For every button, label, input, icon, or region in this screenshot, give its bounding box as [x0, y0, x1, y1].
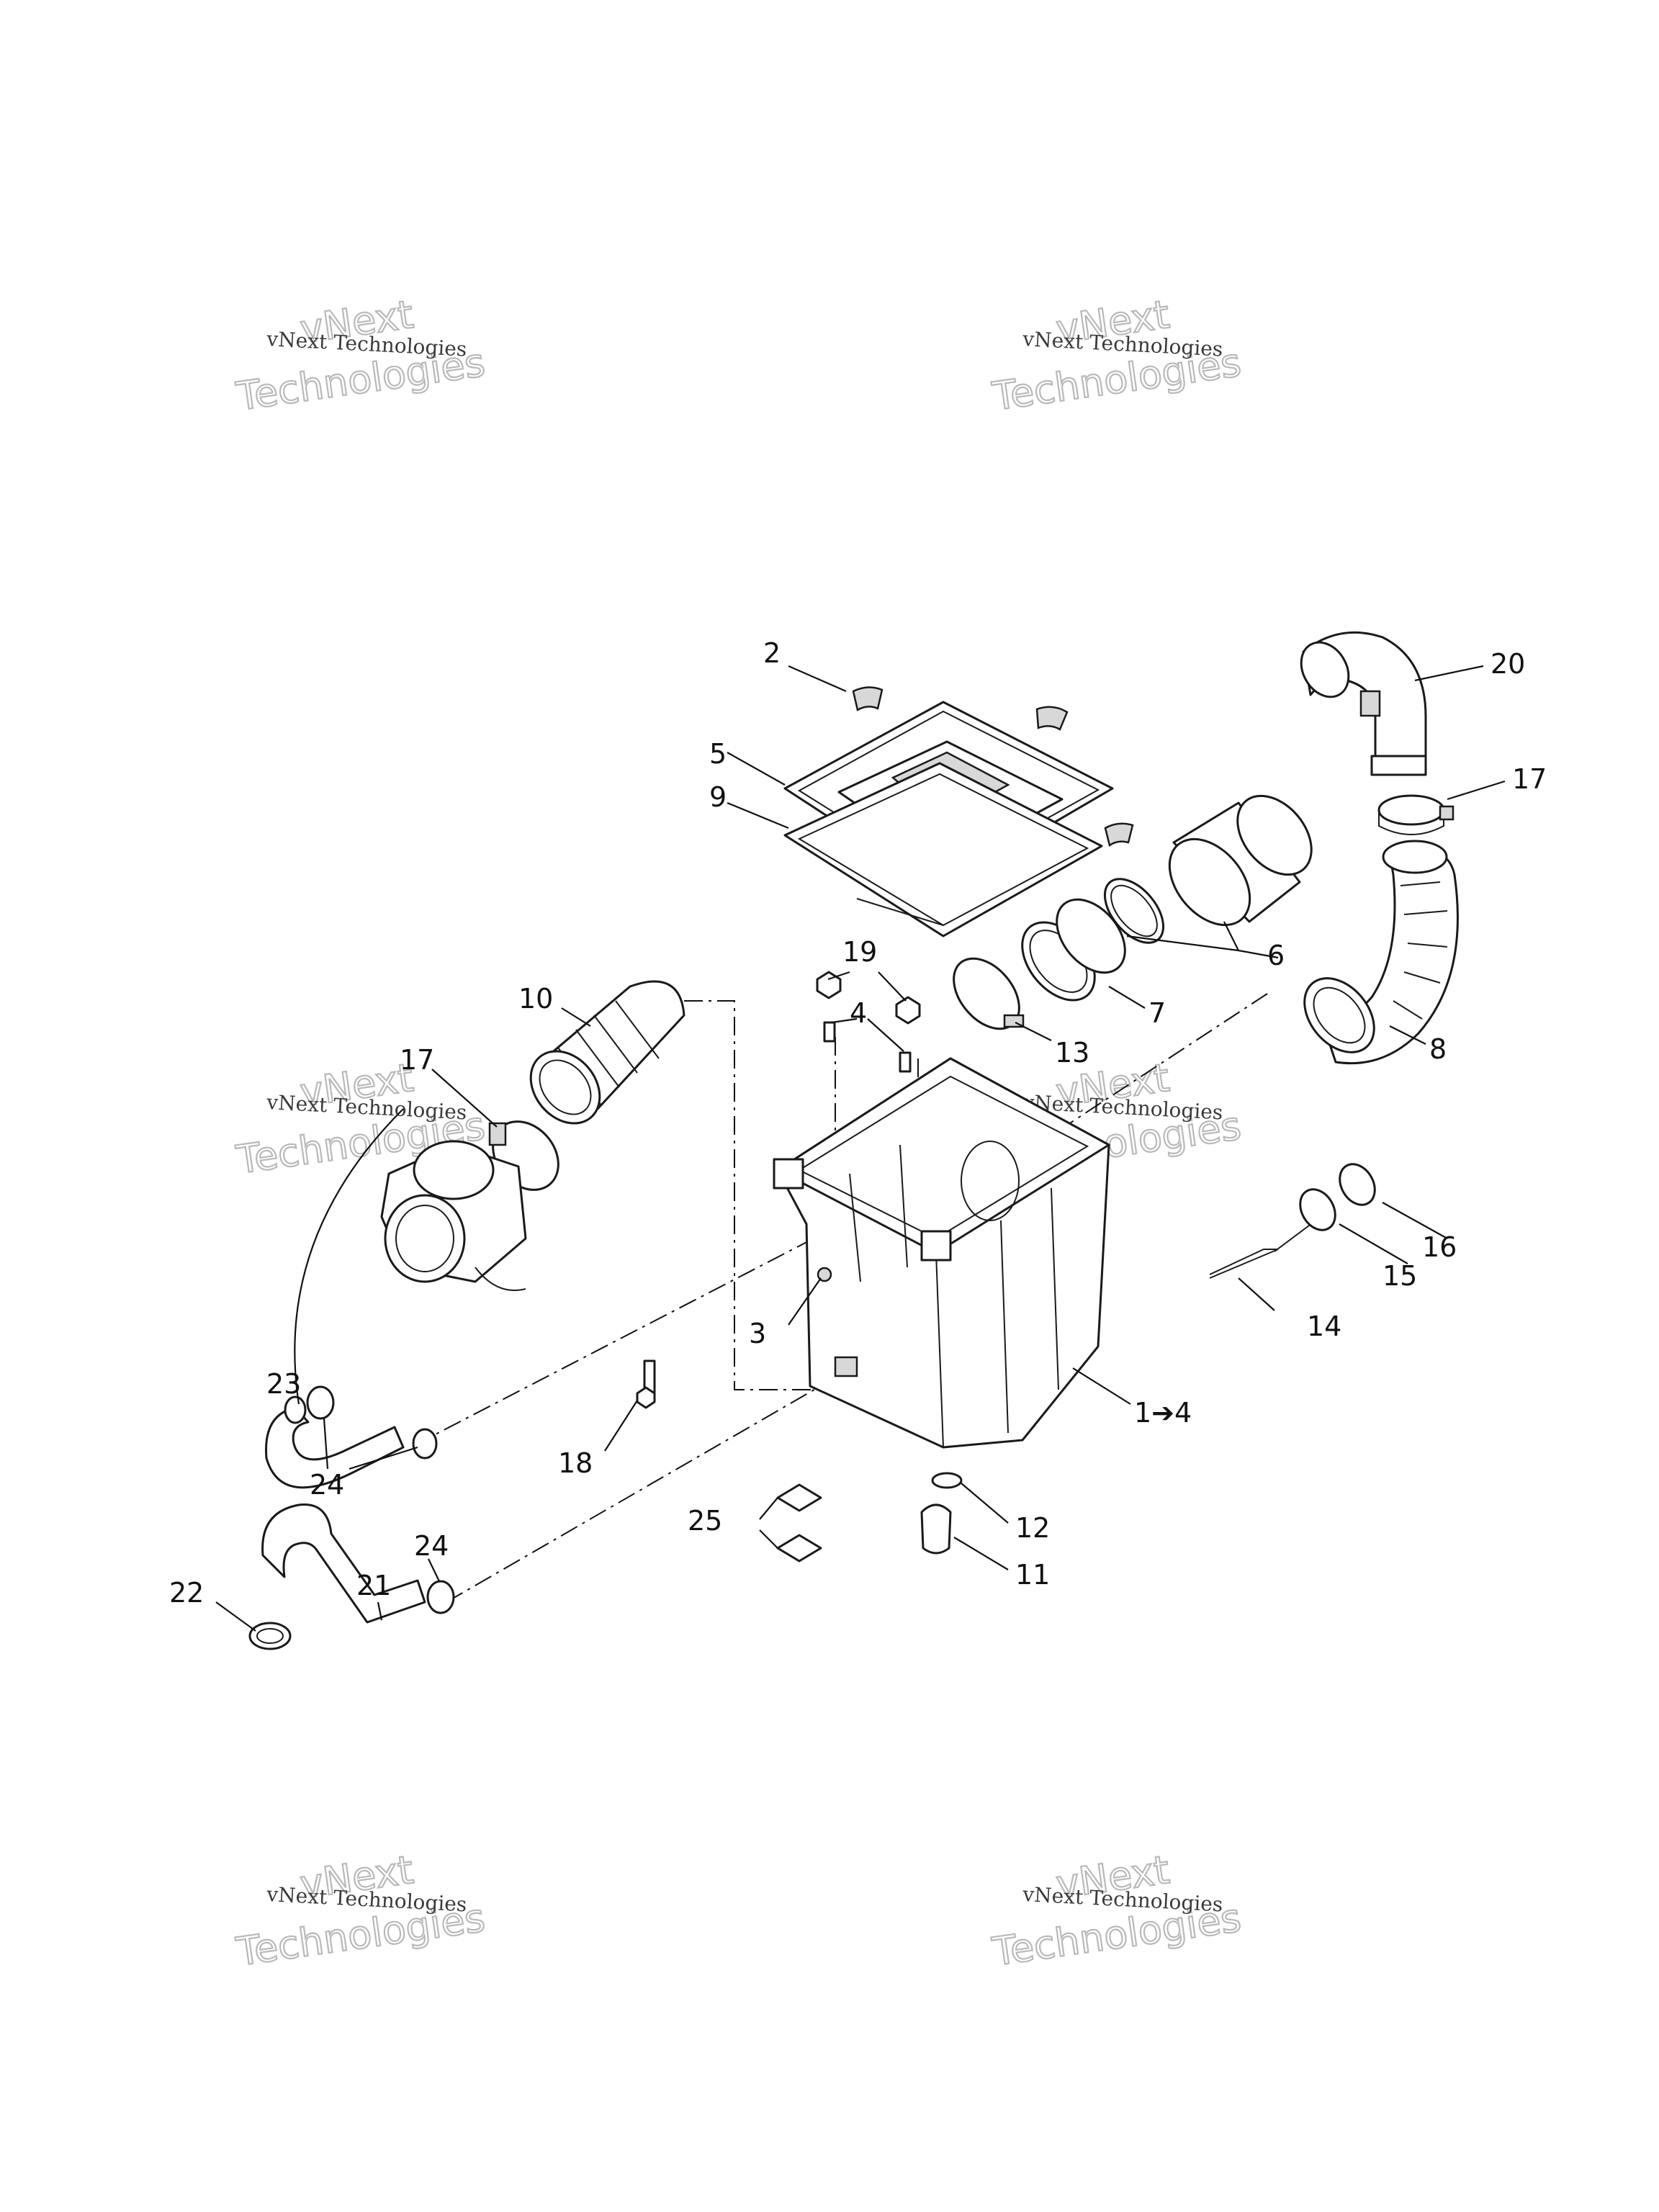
part-2-clips	[852, 686, 1134, 848]
callout-5: 5	[709, 738, 727, 770]
assembly-line-hose-upper	[410, 1238, 814, 1448]
part-12-clamp	[931, 1472, 963, 1489]
part-17-clamp-right	[1377, 794, 1455, 835]
callout-14: 14	[1307, 1310, 1341, 1342]
part-25-pads	[776, 1483, 822, 1563]
callout-17-right: 17	[1512, 763, 1547, 795]
part-18-bolt	[636, 1359, 656, 1409]
callout-25: 25	[688, 1505, 722, 1537]
callout-2: 2	[763, 637, 781, 669]
part-7-coupler	[1021, 898, 1126, 1002]
callout-4: 4	[850, 997, 867, 1029]
part-15-plug	[1299, 1188, 1336, 1231]
callout-22: 22	[169, 1577, 204, 1609]
carburetor	[380, 1140, 527, 1291]
assembly-line-duct	[1036, 993, 1268, 1146]
part-21-hose-lower	[261, 1503, 426, 1624]
callout-8: 8	[1429, 1033, 1447, 1065]
assembly-line-hose-lower	[446, 1360, 865, 1603]
callout-20: 20	[1491, 648, 1525, 680]
callout-18: 18	[558, 1447, 593, 1479]
part-3-plug	[817, 1267, 832, 1282]
part-22-clamp	[248, 1622, 292, 1650]
part-24-clamp-upper	[306, 1385, 438, 1460]
callout-12: 12	[1015, 1512, 1050, 1544]
part-1-airbox	[773, 1057, 1110, 1449]
callout-21: 21	[356, 1570, 391, 1601]
callout-10: 10	[518, 983, 553, 1015]
watermark-top-left: vNext Technologies vNext Technologies	[233, 291, 488, 421]
part-19-nuts	[816, 971, 921, 1025]
part-8-bellows-duct	[1303, 840, 1459, 1065]
part-23-hose-upper	[265, 1395, 405, 1489]
watermark-top-right: vNext Technologies vNext Technologies	[989, 291, 1244, 421]
callout-labels: 2 5 9 20 17 6 7 8 13 19 4 10 17 3 1➔4 14…	[169, 637, 1547, 1609]
callout-24-upper: 24	[310, 1469, 344, 1501]
callout-9: 9	[709, 781, 727, 813]
callout-7: 7	[1148, 997, 1166, 1029]
callout-3: 3	[749, 1318, 766, 1349]
callout-13: 13	[1055, 1037, 1089, 1069]
part-4-studs	[823, 1021, 912, 1073]
callout-11: 11	[1015, 1559, 1050, 1591]
callout-24-lower: 24	[414, 1530, 449, 1562]
callout-1: 1➔4	[1134, 1397, 1192, 1429]
part-13-clamp	[953, 957, 1025, 1030]
callout-19: 19	[842, 936, 877, 968]
callout-6: 6	[1267, 940, 1285, 971]
part-20-elbow	[1300, 631, 1427, 776]
assembly-line-boot	[684, 1000, 814, 1390]
watermark-bottom-left: vNext Technologies vNext Technologies	[233, 1846, 488, 1976]
part-6-intake-sleeve	[1103, 794, 1313, 944]
part-11-cap	[920, 1503, 952, 1555]
callout-17-left: 17	[400, 1044, 434, 1076]
callout-23: 23	[266, 1368, 301, 1400]
callout-16: 16	[1422, 1231, 1457, 1263]
watermark-bottom-right: vNext Technologies vNext Technologies	[989, 1846, 1244, 1976]
callout-15: 15	[1382, 1260, 1417, 1292]
part-16-plug	[1339, 1163, 1376, 1206]
part-10-carb-boot	[529, 980, 685, 1125]
part-14-rod	[1209, 1218, 1318, 1279]
part-24-clamp-lower	[426, 1580, 455, 1614]
leader-lines	[215, 665, 1506, 1632]
part-9-filter	[783, 762, 1103, 938]
